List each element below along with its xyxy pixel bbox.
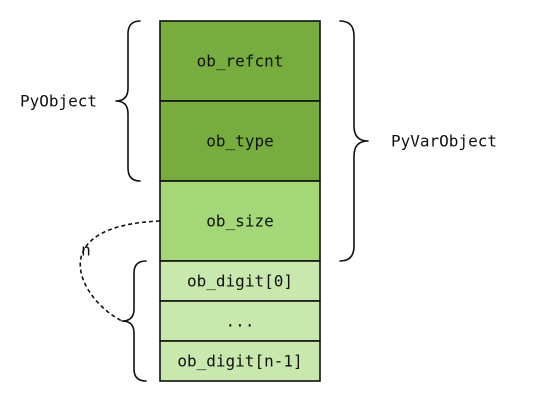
cell-label-ob-refcnt: ob_refcnt bbox=[197, 52, 284, 71]
cell-box-ob-type bbox=[159, 100, 321, 182]
cell-ob-digit-0: ob_digit[0] bbox=[159, 260, 321, 302]
cell-box-ob-digit-0 bbox=[159, 260, 321, 302]
memory-cell-stack: ob_refcnt ob_type ob_size ob_digit[0] ..… bbox=[159, 20, 321, 382]
digit-count-label: n bbox=[81, 241, 91, 260]
cell-label-ellipsis: ... bbox=[226, 312, 255, 331]
cell-label-ob-digit-0: ob_digit[0] bbox=[187, 272, 293, 291]
digit-array-brace bbox=[121, 260, 147, 382]
pyobject-brace bbox=[115, 20, 141, 182]
cell-ob-size: ob_size bbox=[159, 180, 321, 262]
cell-ob-digit-n-1: ob_digit[n-1] bbox=[159, 340, 321, 382]
pyvarobject-label: PyVarObject bbox=[391, 132, 497, 151]
pyobject-label: PyObject bbox=[20, 92, 97, 111]
cell-ellipsis: ... bbox=[159, 300, 321, 342]
cell-ob-refcnt: ob_refcnt bbox=[159, 20, 321, 102]
cell-box-ob-digit-n-1 bbox=[159, 340, 321, 382]
cell-box-ob-refcnt bbox=[159, 20, 321, 102]
size-to-digits-dashed-connector bbox=[79, 220, 161, 322]
pyvarobject-brace bbox=[339, 20, 369, 262]
cell-label-ob-digit-n-1: ob_digit[n-1] bbox=[177, 352, 302, 371]
cell-box-ob-size bbox=[159, 180, 321, 262]
cell-label-ob-size: ob_size bbox=[206, 212, 273, 231]
cell-ob-type: ob_type bbox=[159, 100, 321, 182]
cell-label-ob-type: ob_type bbox=[206, 132, 273, 151]
